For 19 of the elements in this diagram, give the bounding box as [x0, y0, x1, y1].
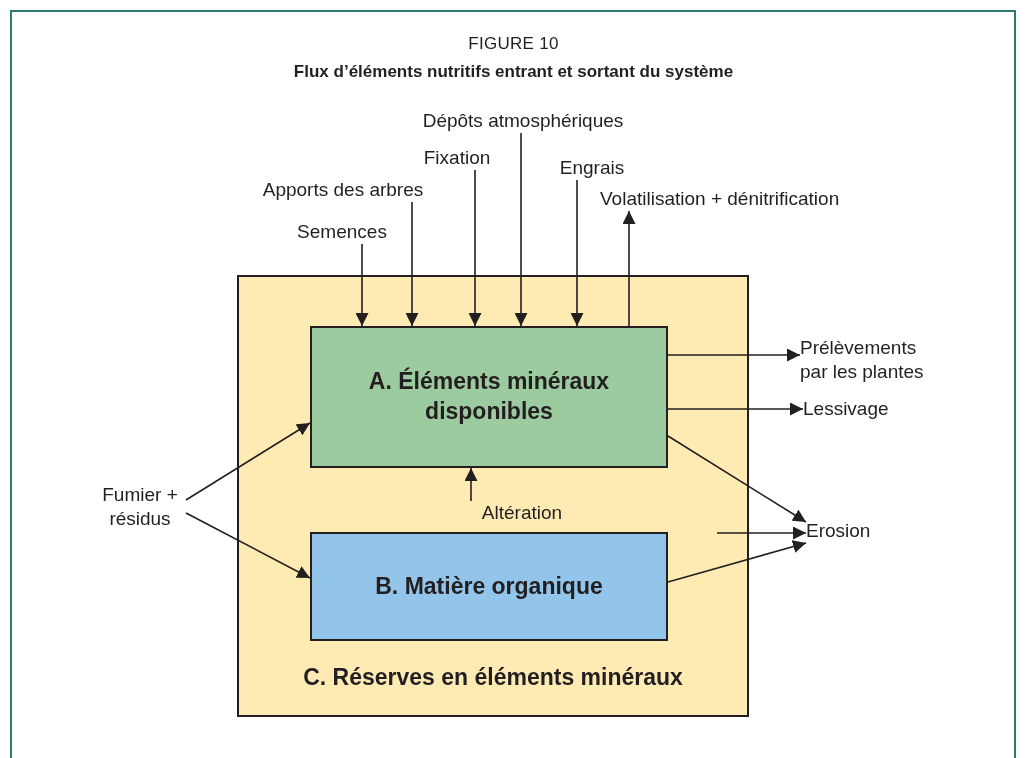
- figure-number: FIGURE 10: [467, 34, 560, 54]
- process-box: [310, 532, 668, 641]
- flow-label: Semences: [297, 220, 387, 244]
- flow-label: Lessivage: [803, 397, 889, 421]
- process-box: [237, 275, 749, 717]
- box-title: C. Réserves en éléments minéraux: [302, 663, 684, 693]
- flow-label: Fixation: [423, 146, 491, 170]
- flow-label: Dépôts atmosphériques: [422, 109, 624, 133]
- figure-title: Flux d’éléments nutritifs entrant et sortant du système: [292, 62, 735, 82]
- flow-label: Engrais: [559, 156, 625, 180]
- flow-label: Prélèvements par les plantes: [800, 336, 925, 384]
- flow-label: Altération: [481, 501, 563, 525]
- box-title: B. Matière organique: [374, 571, 604, 601]
- box-title: A. Éléments minéraux disponibles: [367, 367, 611, 426]
- flow-label: Fumier + résidus: [101, 483, 179, 531]
- flow-label: Apports des arbres: [262, 178, 424, 202]
- process-box: [310, 326, 668, 468]
- flow-label: Erosion: [806, 519, 871, 543]
- flow-label: Volatilisation + dénitrification: [600, 187, 840, 211]
